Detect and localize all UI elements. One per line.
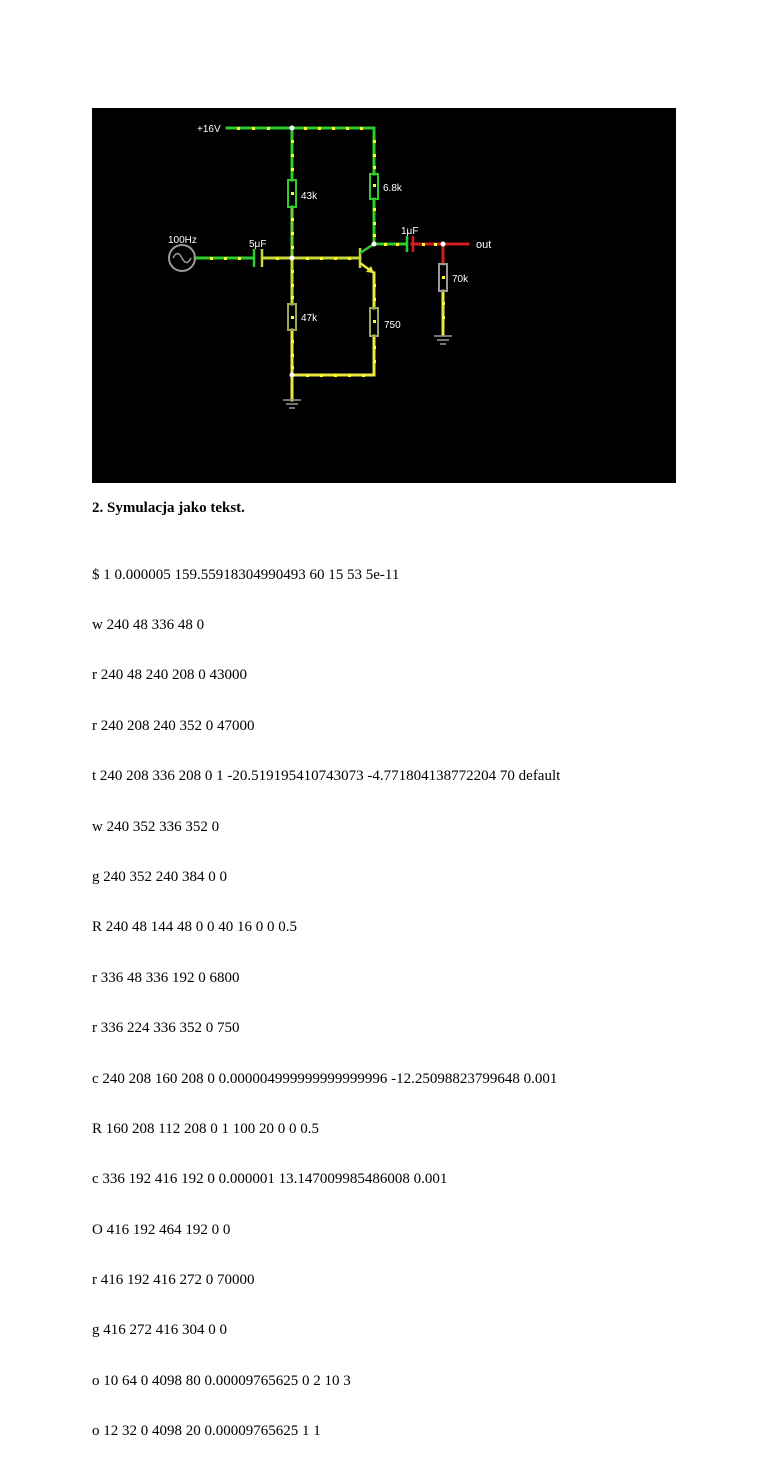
netlist-line: r 416 192 416 272 0 70000 bbox=[92, 1272, 255, 1289]
r-load-label: 70k bbox=[452, 274, 469, 285]
ground-icon bbox=[434, 335, 452, 345]
capacitor-1uf bbox=[405, 236, 415, 252]
r-emitter-label: 750 bbox=[384, 320, 401, 331]
netlist-line: r 336 224 336 352 0 750 bbox=[92, 1020, 240, 1037]
circuit-schematic: +16V 43k 6.8k 100Hz 5μF 1μF out 70k 47k … bbox=[92, 108, 676, 483]
resistor-6-8k bbox=[369, 173, 379, 200]
netlist-line: R 160 208 112 208 0 1 100 20 0 0 0.5 bbox=[92, 1120, 319, 1137]
netlist-line: w 240 352 336 352 0 bbox=[92, 818, 220, 835]
resistor-70k bbox=[438, 263, 448, 292]
ground-icon bbox=[283, 399, 301, 409]
netlist-line: t 240 208 336 208 0 1 -20.51919541074307… bbox=[92, 768, 561, 785]
netlist-line: o 12 32 0 4098 20 0.00009765625 1 1 bbox=[92, 1423, 321, 1440]
netlist-line: r 240 48 240 208 0 43000 bbox=[92, 667, 247, 684]
netlist-line: g 416 272 416 304 0 0 bbox=[92, 1322, 227, 1339]
netlist-line: g 240 352 240 384 0 0 bbox=[92, 868, 227, 885]
netlist-line: c 240 208 160 208 0 0.000004999999999999… bbox=[92, 1070, 558, 1087]
resistor-750 bbox=[369, 307, 379, 337]
c-in-label: 5μF bbox=[249, 239, 266, 250]
netlist-line: R 240 48 144 48 0 0 40 16 0 0 0.5 bbox=[92, 919, 298, 936]
netlist-line: o 10 64 0 4098 80 0.00009765625 0 2 10 3 bbox=[92, 1372, 351, 1389]
source-label: 100Hz bbox=[168, 235, 197, 246]
output-label: out bbox=[476, 239, 491, 251]
ac-source-icon bbox=[168, 244, 196, 272]
netlist-line: $ 1 0.000005 159.55918304990493 60 15 53… bbox=[92, 566, 400, 583]
resistor-43k bbox=[287, 179, 297, 208]
supply-label: +16V bbox=[197, 124, 221, 135]
netlist-line: r 336 48 336 192 0 6800 bbox=[92, 969, 240, 986]
circuit-wires bbox=[193, 126, 470, 402]
netlist-line: O 416 192 464 192 0 0 bbox=[92, 1221, 231, 1238]
circuit-nodes bbox=[289, 125, 446, 378]
capacitor-5uf bbox=[252, 249, 264, 267]
r-collector-label: 6.8k bbox=[383, 183, 403, 194]
transistor-npn bbox=[358, 242, 375, 275]
c-out-label: 1μF bbox=[401, 226, 418, 237]
netlist: $ 1 0.000005 159.55918304990493 60 15 53… bbox=[92, 533, 560, 1457]
netlist-line: w 240 48 336 48 0 bbox=[92, 616, 205, 633]
netlist-line: r 240 208 240 352 0 47000 bbox=[92, 717, 255, 734]
r-bottom-base-label: 47k bbox=[301, 313, 318, 324]
netlist-line: c 336 192 416 192 0 0.000001 13.14700998… bbox=[92, 1171, 448, 1188]
resistor-47k bbox=[287, 303, 297, 331]
r-top-base-label: 43k bbox=[301, 191, 318, 202]
current-dots bbox=[210, 127, 445, 377]
section-heading: 2. Symulacja jako tekst. bbox=[92, 500, 245, 516]
